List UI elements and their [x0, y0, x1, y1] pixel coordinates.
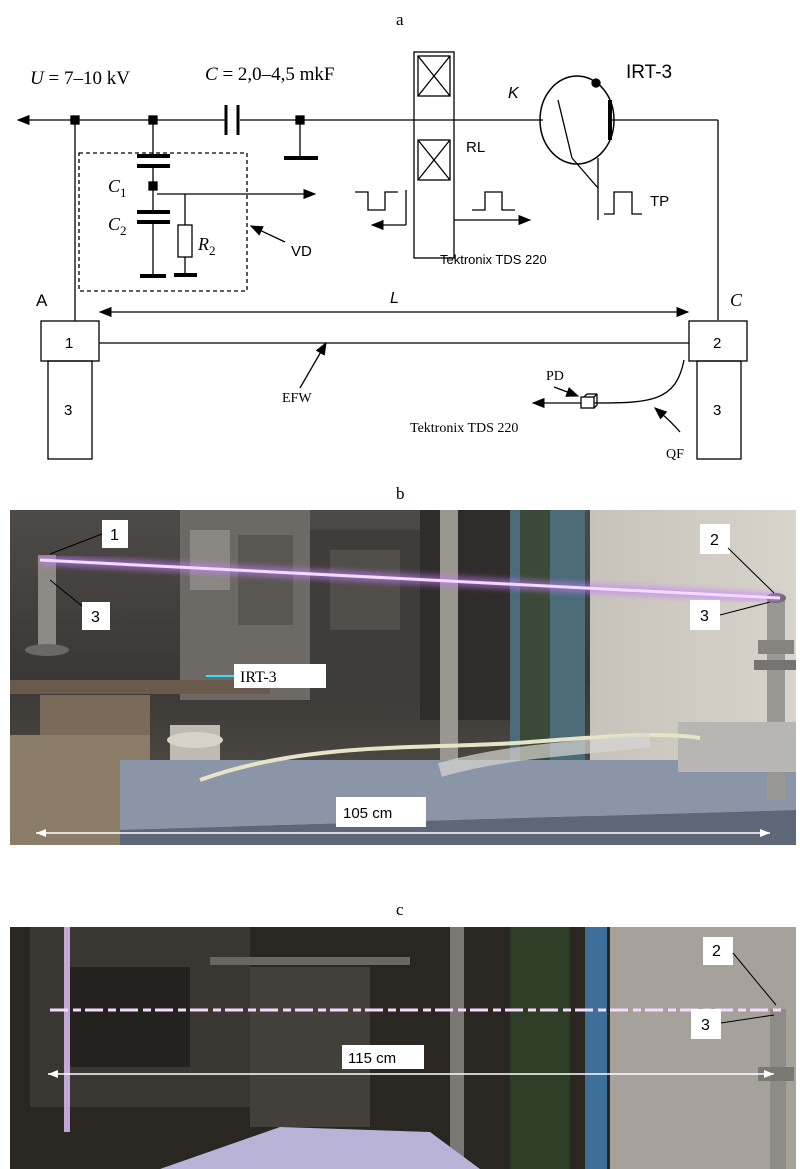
photo-c-distance-label: 115 cm: [348, 1050, 396, 1067]
r2-label: R2: [197, 234, 216, 258]
photo-experimental-setup-b: 1 3 2 3 IRT-3 105 cm: [10, 510, 796, 845]
box1-label: 1: [65, 335, 73, 352]
pd-label: PD: [546, 369, 564, 384]
photo-b-label-3-right: 3: [700, 608, 709, 625]
voltage-label: U = 7–10 kV: [30, 68, 130, 89]
efw-label: EFW: [282, 391, 312, 406]
c2-label: C2: [108, 214, 127, 238]
photo-c-label-2: 2: [712, 943, 721, 960]
photo-c-label-3: 3: [701, 1017, 710, 1034]
capacitance-label: C = 2,0–4,5 mkF: [205, 64, 335, 85]
cap-value: = 2,0–4,5 mkF: [218, 64, 335, 85]
photo-b-label-1: 1: [110, 527, 119, 544]
voltage-value: = 7–10 kV: [44, 68, 130, 89]
node-c-label: C: [730, 290, 743, 310]
photo-b-label-2: 2: [710, 532, 719, 549]
circuit-schematic: U = 7–10 kV C = 2,0–4,5 mkF C1 C2 R2 VD …: [16, 51, 748, 462]
box2-label: 2: [713, 335, 721, 352]
photo-b-irt-label: IRT-3: [240, 669, 277, 686]
length-label: L: [390, 290, 399, 307]
panel-label-c: c: [396, 900, 404, 919]
photo-experimental-setup-c: 2 3 115 cm: [10, 927, 796, 1169]
photo-c-illustration: 2 3 115 cm: [10, 927, 796, 1169]
vd-label: VD: [291, 243, 312, 260]
stand-left-label: 3: [64, 402, 72, 419]
oscilloscope-top-label: Tektronix TDS 220: [440, 252, 547, 267]
photo-b-label-3-left: 3: [91, 609, 100, 626]
voltage-var: U: [30, 68, 45, 89]
irt-label: IRT-3: [626, 62, 672, 83]
c1-label: C1: [108, 176, 127, 200]
node-a-label: A: [36, 291, 48, 310]
photo-b-illustration: 1 3 2 3 IRT-3 105 cm: [10, 510, 796, 845]
rl-label: RL: [466, 139, 485, 156]
cap-var: C: [205, 64, 218, 85]
qf-label: QF: [666, 447, 684, 462]
tp-label: TP: [650, 193, 669, 210]
stand-right-label: 3: [713, 402, 721, 419]
oscilloscope-bottom-label: Tektronix TDS 220: [410, 421, 518, 436]
k-label: K: [508, 85, 520, 102]
photo-b-distance-label: 105 cm: [343, 805, 392, 822]
panel-label-a: a: [396, 10, 404, 29]
panel-label-b: b: [396, 484, 405, 503]
